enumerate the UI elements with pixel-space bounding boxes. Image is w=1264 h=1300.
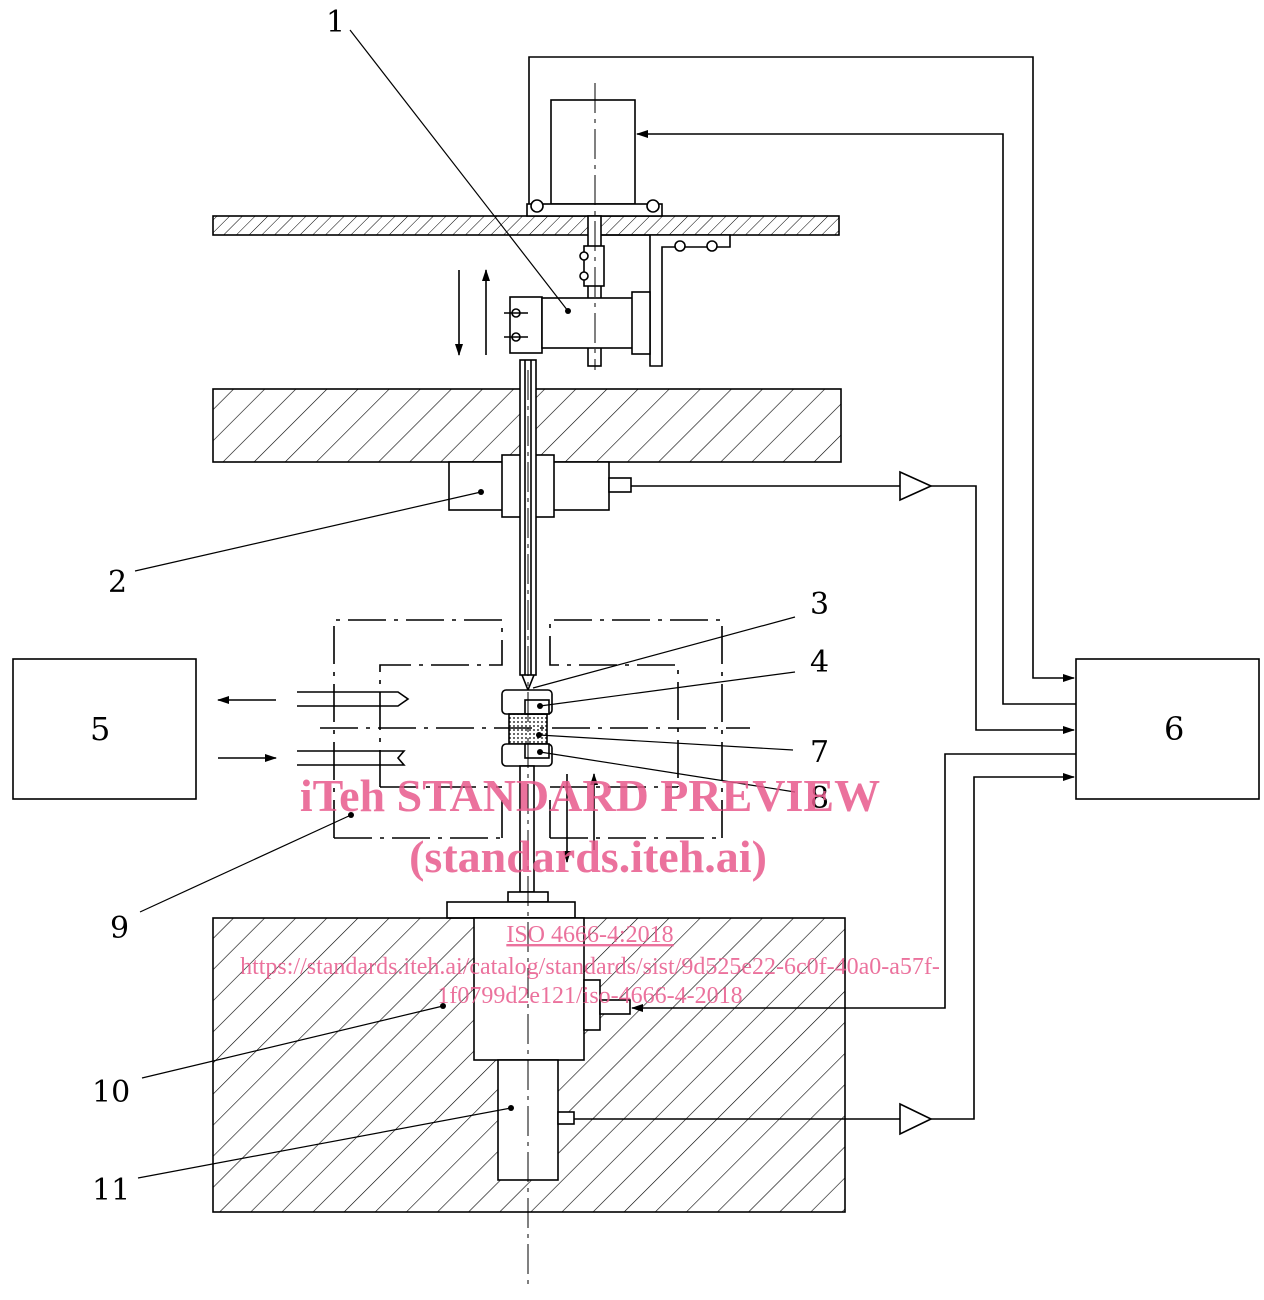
watermark-standard-link[interactable]: ISO 4666-4:2018: [506, 922, 673, 948]
leader-2: [134, 491, 482, 572]
leader-10: [141, 1005, 444, 1079]
item-2-load-cell: [448, 454, 632, 518]
label-3: 3: [810, 587, 829, 622]
label-8: 8: [810, 781, 829, 816]
leader-7: [538, 734, 794, 751]
flow-inlet: [218, 750, 406, 766]
flow-outlet: [217, 691, 410, 707]
watermark-url-line-1[interactable]: https://standards.iteh.ai/catalog/standa…: [240, 954, 940, 980]
item-9-chamber: [320, 619, 750, 839]
label-6: 6: [1164, 710, 1184, 748]
watermark: iTeh STANDARD PREVIEW (standards.iteh.ai…: [240, 770, 940, 1009]
leader-3: [532, 616, 796, 689]
leader-1: [349, 29, 569, 312]
drive-motor: [526, 99, 663, 217]
leader-dots: [348, 308, 571, 1111]
mounting-bracket: [600, 234, 731, 367]
label-11: 11: [92, 1173, 130, 1208]
label-1: 1: [326, 5, 345, 40]
leader-8: [539, 751, 796, 793]
item-4-upper-clamp: [501, 689, 553, 715]
watermark-site: (standards.iteh.ai): [409, 831, 767, 882]
leader-lines: [134, 29, 796, 1179]
top-plate: [212, 215, 840, 236]
item-5-temperature-controller: [12, 658, 197, 800]
watermark-title: iTeh STANDARD PREVIEW: [300, 770, 880, 821]
leader-4: [539, 671, 796, 707]
leader-11: [137, 1107, 512, 1179]
item-8-lower-clamp: [501, 743, 553, 767]
label-10: 10: [92, 1075, 130, 1110]
label-5: 5: [90, 710, 110, 748]
item-6-control-unit: [1075, 658, 1260, 800]
label-9: 9: [110, 911, 129, 946]
label-7: 7: [810, 735, 829, 770]
leader-9: [139, 814, 352, 913]
item-1-actuator: [504, 291, 651, 355]
watermark-url-line-2[interactable]: 1f0799d2e121/iso-4666-4-2018: [437, 983, 742, 1009]
label-4: 4: [810, 645, 829, 680]
item-10-actuator: [473, 917, 631, 1061]
signal-wiring: [528, 56, 1076, 1136]
label-2: 2: [108, 565, 127, 600]
